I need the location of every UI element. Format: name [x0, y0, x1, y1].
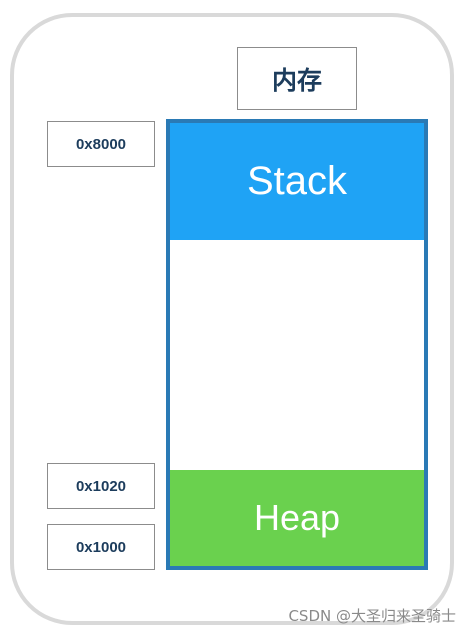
stack-label: Stack	[246, 159, 348, 203]
stack-region: Stack	[170, 123, 424, 240]
watermark: CSDN @大圣归来圣骑士	[288, 607, 456, 625]
memory-title: 内存	[237, 47, 357, 110]
address-label-heap-top: 0x1020	[47, 463, 155, 509]
heap-label: Heap	[253, 497, 341, 538]
address-label-bottom: 0x1000	[47, 524, 155, 570]
heap-region: Heap	[170, 470, 424, 566]
address-label-top: 0x8000	[47, 121, 155, 167]
memory-block: Stack Heap	[166, 119, 428, 570]
